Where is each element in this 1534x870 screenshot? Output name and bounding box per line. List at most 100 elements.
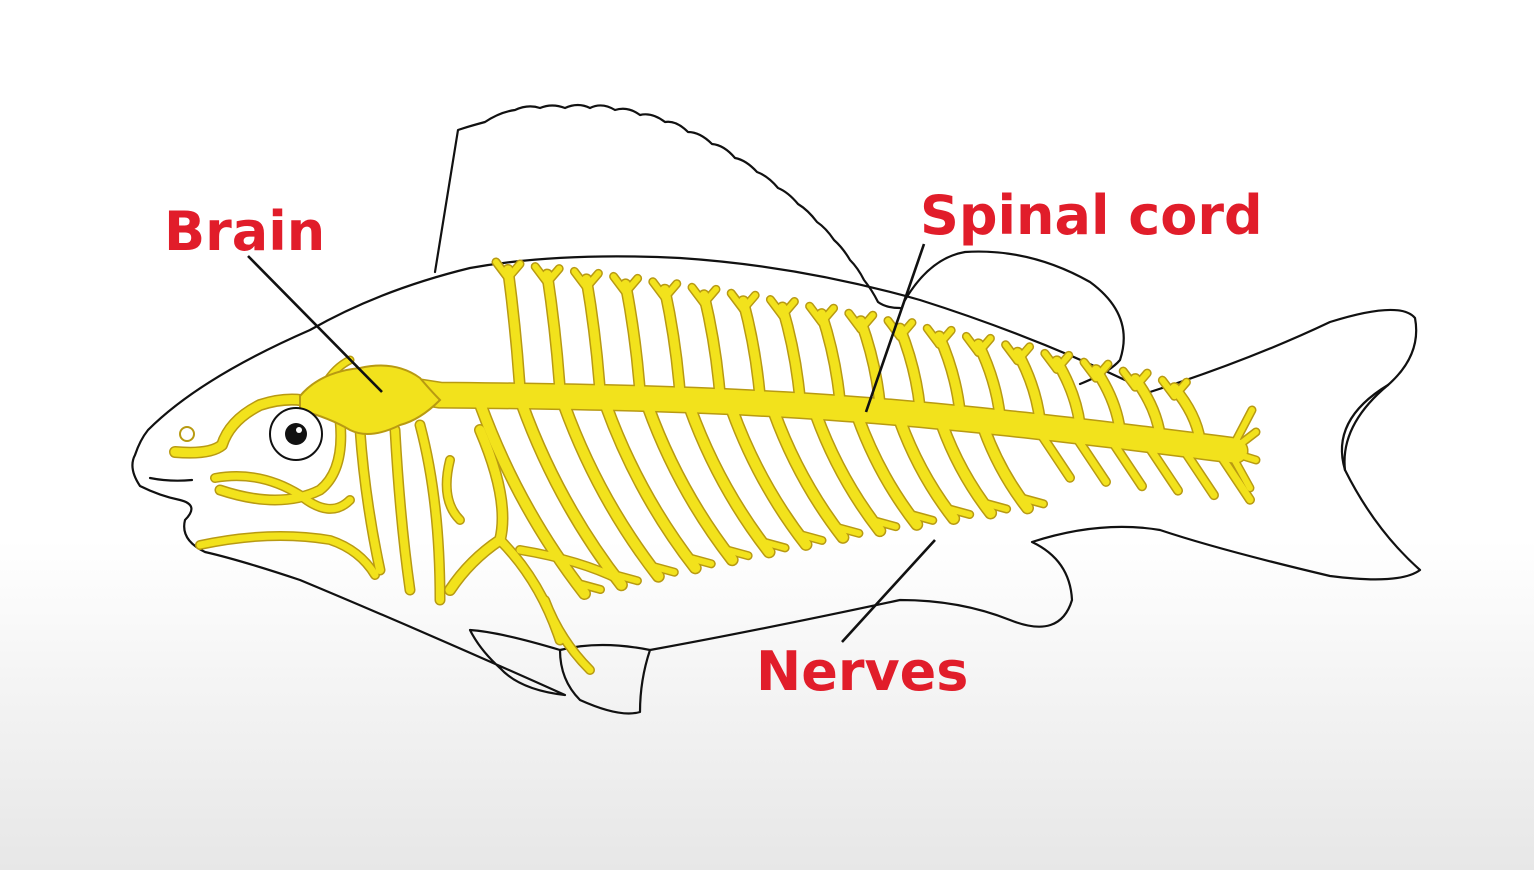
nerves-leader-line bbox=[841, 539, 936, 643]
pectoral-nerve-4 bbox=[443, 456, 464, 524]
dorsal-nerve-5 bbox=[699, 290, 725, 400]
ventral-nerve-7 bbox=[769, 407, 848, 543]
dorsal-nerve-fork-a-12 bbox=[963, 333, 982, 356]
ventral-nerve-8 bbox=[811, 409, 885, 536]
gill-nerve-1 bbox=[356, 426, 384, 574]
dorsal-nerve-fork-b-16 bbox=[1132, 370, 1151, 391]
dorsal-nerve-fork-b-12 bbox=[975, 335, 994, 356]
tail-nerve-3 bbox=[1144, 442, 1182, 495]
dorsal-nerve-fork-b-6 bbox=[740, 292, 759, 313]
tail-fan-2 bbox=[1227, 429, 1259, 455]
tail-fan-4 bbox=[1227, 449, 1253, 491]
dorsal-fin-soft bbox=[903, 250, 1125, 386]
brain-label: Brain bbox=[164, 200, 325, 263]
ventral-nerve-6 bbox=[727, 404, 812, 550]
dorsal-nerve-fork-a-3 bbox=[610, 273, 629, 296]
ventral-nerve-3 bbox=[601, 400, 701, 573]
nostril bbox=[179, 426, 195, 442]
mouth-line bbox=[148, 476, 194, 482]
gill-nerve-3 bbox=[416, 421, 444, 604]
dorsal-nerve-fork-b-11 bbox=[936, 327, 955, 348]
ventral-nerve-fork-11 bbox=[981, 499, 1010, 512]
ventral-nerve-fork-2 bbox=[649, 563, 678, 576]
dorsal-nerve-4 bbox=[660, 285, 685, 399]
dorsal-nerve-fork-a-15 bbox=[1081, 359, 1099, 382]
dorsal-nerve-fork-a-2 bbox=[571, 268, 590, 291]
dorsal-nerve-fork-b-2 bbox=[583, 270, 602, 291]
ventral-nerve-fork-7 bbox=[833, 524, 862, 537]
cranial-nerve-jaw bbox=[211, 472, 354, 513]
brain-leader-line bbox=[247, 255, 383, 393]
dorsal-nerve-fork-b-14 bbox=[1053, 352, 1072, 373]
dorsal-nerve-fork-b-0 bbox=[505, 260, 523, 281]
tail-nerve-5 bbox=[1216, 451, 1254, 504]
nerve-system bbox=[169, 257, 1261, 675]
dorsal-nerve-fork-a-11 bbox=[924, 325, 943, 348]
gill-nerve-2 bbox=[391, 426, 414, 594]
dorsal-fin-spiny bbox=[433, 103, 902, 310]
pectoral-nerve-3 bbox=[516, 546, 624, 584]
dorsal-nerve-fork-a-6 bbox=[728, 290, 747, 313]
nerve-fill-layer bbox=[170, 258, 1259, 674]
cranial-nerve-lower bbox=[196, 532, 379, 579]
dorsal-nerve-fork-a-5 bbox=[689, 284, 707, 307]
dorsal-nerve-fork-a-16 bbox=[1120, 368, 1139, 391]
eye-highlight bbox=[296, 427, 302, 433]
ventral-nerve-5 bbox=[685, 403, 775, 557]
ventral-nerve-4 bbox=[643, 401, 738, 565]
ventral-nerve-fork-5 bbox=[760, 538, 789, 551]
ventral-nerve-fork-12 bbox=[1018, 494, 1047, 507]
spinal-cord-tail bbox=[993, 415, 1247, 459]
pelvic-nerve-1 bbox=[541, 596, 594, 674]
eye-pupil bbox=[285, 423, 307, 445]
dorsal-nerve-fork-b-13 bbox=[1014, 343, 1033, 364]
nerves-label: Nerves bbox=[756, 640, 968, 703]
dorsal-nerve-fork-b-17 bbox=[1171, 379, 1190, 400]
dorsal-nerve-fork-b-1 bbox=[544, 265, 563, 286]
dorsal-nerve-fork-a-0 bbox=[493, 258, 511, 281]
tail-notch bbox=[1340, 383, 1390, 472]
spinal-cord-leader-line bbox=[864, 243, 926, 413]
ventral-nerve-fork-9 bbox=[907, 511, 936, 524]
dorsal-nerve-fork-a-9 bbox=[845, 310, 864, 333]
ventral-nerve-fork-3 bbox=[686, 554, 715, 567]
ventral-nerve-2 bbox=[559, 399, 664, 582]
dorsal-nerve-0 bbox=[503, 265, 525, 395]
ventral-nerve-fork-6 bbox=[797, 531, 826, 544]
dorsal-nerve-fork-a-7 bbox=[767, 296, 786, 319]
dorsal-nerve-fork-b-4 bbox=[661, 280, 680, 301]
dorsal-nerve-fork-b-3 bbox=[622, 275, 641, 296]
tail-fan-3 bbox=[1227, 449, 1259, 463]
ventral-nerve-fork-10 bbox=[944, 505, 973, 518]
dorsal-nerve-3 bbox=[621, 279, 645, 397]
ventral-nerve-1 bbox=[517, 399, 627, 590]
dorsal-nerve-2 bbox=[581, 274, 605, 396]
dorsal-nerve-fork-a-17 bbox=[1159, 377, 1178, 400]
dorsal-nerve-fork-b-5 bbox=[701, 286, 719, 307]
ventral-nerve-fork-0 bbox=[575, 580, 604, 593]
eye bbox=[269, 407, 323, 461]
dorsal-nerve-fork-a-1 bbox=[532, 263, 551, 286]
dorsal-nerve-fork-a-8 bbox=[806, 303, 825, 326]
ventral-nerve-fork-8 bbox=[870, 517, 899, 530]
spinal-cord-label: Spinal cord bbox=[920, 184, 1263, 247]
ventral-nerve-fork-4 bbox=[723, 546, 752, 559]
tail-nerve-4 bbox=[1180, 446, 1218, 499]
fish-body-outline bbox=[131, 255, 1422, 715]
dorsal-nerve-fork-a-13 bbox=[1002, 341, 1021, 364]
ventral-nerve-0 bbox=[475, 398, 590, 599]
dorsal-nerve-fork-a-14 bbox=[1041, 350, 1060, 373]
tail-fan-1 bbox=[1227, 407, 1255, 455]
dorsal-nerve-fork-b-8 bbox=[818, 305, 837, 326]
dorsal-nerve-fork-b-7 bbox=[779, 298, 798, 319]
dorsal-nerve-fork-b-9 bbox=[857, 312, 876, 333]
cranial-nerve-eye-loop bbox=[216, 416, 345, 504]
dorsal-nerve-fork-a-4 bbox=[649, 278, 668, 301]
dorsal-nerve-fork-b-10 bbox=[897, 319, 915, 340]
dorsal-nerve-1 bbox=[542, 270, 565, 396]
tail-nerve-1 bbox=[1072, 433, 1110, 486]
tail-nerve-0 bbox=[1036, 429, 1074, 482]
dorsal-nerve-fork-b-15 bbox=[1093, 361, 1111, 382]
tail-nerve-2 bbox=[1108, 437, 1146, 490]
